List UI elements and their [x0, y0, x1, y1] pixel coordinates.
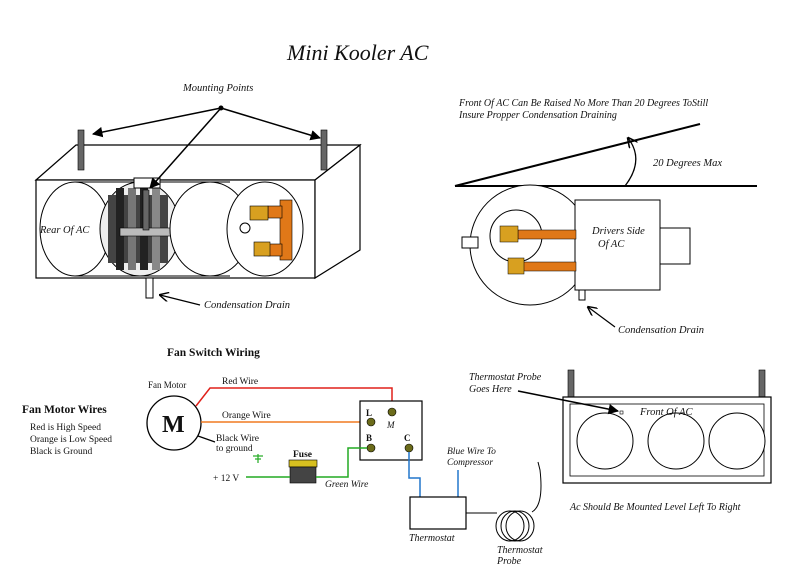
page-title: Mini Kooler AC	[286, 40, 429, 65]
legend-line-red: Red is High Speed	[30, 423, 101, 433]
black-wire	[197, 435, 216, 443]
fan-motor-wires-legend: Fan Motor Wires Red is High Speed Orange…	[22, 404, 112, 457]
refrigerant-fittings	[249, 199, 293, 261]
side-condensation-drain-label: Condensation Drain	[618, 325, 704, 336]
blue-wire-label-2: Compressor	[447, 458, 493, 468]
mounting-stud-right	[320, 129, 328, 171]
drivers-side-line1: Drivers Side	[591, 226, 645, 237]
front-of-ac-label: Front Of AC	[639, 407, 694, 418]
fuse-label: Fuse	[293, 450, 312, 460]
mounting-points-label: Mounting Points	[182, 83, 253, 94]
rear-unit-view: Mounting Points Rear Of AC Condensation …	[34, 83, 362, 311]
probe-note-2: Goes Here	[469, 384, 512, 395]
terminal-b	[366, 443, 376, 453]
unit-side-face	[314, 143, 361, 280]
tilt-note-line1: Front Of AC Can Be Raised No More Than 2…	[458, 98, 708, 109]
rear-condensation-drain-label: Condensation Drain	[204, 300, 290, 311]
fuse-cap	[288, 459, 318, 468]
side-duct	[659, 227, 691, 265]
front-vent-right	[708, 412, 766, 470]
probe-label-1: Thermostat	[497, 545, 543, 556]
terminal-m-label: M	[386, 420, 395, 430]
tilt-note-line2: Insure Propper Condensation Draining	[458, 110, 617, 121]
max-tilt-line	[454, 123, 701, 187]
mounting-stud-center	[142, 189, 150, 231]
probe-label-2: Probe	[496, 556, 522, 567]
mounting-stud-left	[77, 129, 85, 171]
fuse-to-switch-green-wire	[316, 447, 367, 478]
supply-label: + 12 V	[213, 474, 239, 484]
side-unit-view: Drivers Side Of AC Condensation Drain	[461, 184, 704, 336]
thermostat-body	[409, 496, 467, 530]
terminal-l-label: L	[366, 408, 372, 418]
drivers-side-line2: Of AC	[598, 239, 625, 250]
fuse-body	[289, 466, 317, 484]
wiring-title: Fan Switch Wiring	[167, 347, 260, 359]
red-wire	[195, 387, 393, 407]
level-note: Ac Should Be Mounted Level Left To Right	[569, 502, 741, 513]
blue-wire-label-1: Blue Wire To	[447, 447, 496, 457]
condensation-drain-tube	[145, 277, 154, 299]
thermostat-probe-coil	[466, 461, 542, 542]
ground-symbol-icon	[253, 454, 263, 463]
blower-wheel	[99, 177, 187, 277]
red-wire-label: Red Wire	[222, 377, 258, 387]
front-vent-center	[647, 412, 705, 470]
black-wire-label-2: to ground	[216, 444, 253, 454]
legend-title: Fan Motor Wires	[22, 404, 107, 416]
terminal-m	[387, 407, 397, 417]
legend-line-orange: Orange is Low Speed	[30, 435, 112, 445]
angle-label: 20 Degrees Max	[653, 158, 722, 169]
angle-arc	[624, 138, 636, 187]
side-drain-tube	[578, 289, 586, 301]
terminal-c-label: C	[404, 433, 411, 443]
terminal-b-label: B	[366, 433, 372, 443]
probe-note-1: Thermostat Probe	[469, 372, 542, 383]
fan-switch-wiring: Fan Switch Wiring Fan Motor M Red Wire O…	[146, 347, 543, 567]
front-vent-left	[576, 412, 634, 470]
switch-to-thermostat-blue-wire	[408, 452, 421, 498]
side-body	[574, 199, 661, 291]
legend-line-black: Black is Ground	[30, 447, 93, 457]
terminal-c	[404, 443, 414, 453]
thermostat-label: Thermostat	[409, 533, 455, 544]
terminal-l	[366, 417, 376, 427]
rear-of-ac-label: Rear Of AC	[39, 225, 90, 236]
green-wire-label: Green Wire	[325, 480, 368, 490]
orange-wire-label: Orange Wire	[222, 411, 271, 421]
fan-motor-symbol	[146, 395, 202, 451]
front-unit-view: Thermostat Probe Goes Here Front Of AC A…	[469, 369, 772, 513]
motor-letter: M	[162, 412, 185, 438]
black-wire-label-1: Black Wire	[216, 434, 259, 444]
tilt-view: Front Of AC Can Be Raised No More Than 2…	[454, 98, 757, 187]
unit-top-face	[34, 144, 362, 181]
fan-motor-label: Fan Motor	[148, 380, 186, 390]
